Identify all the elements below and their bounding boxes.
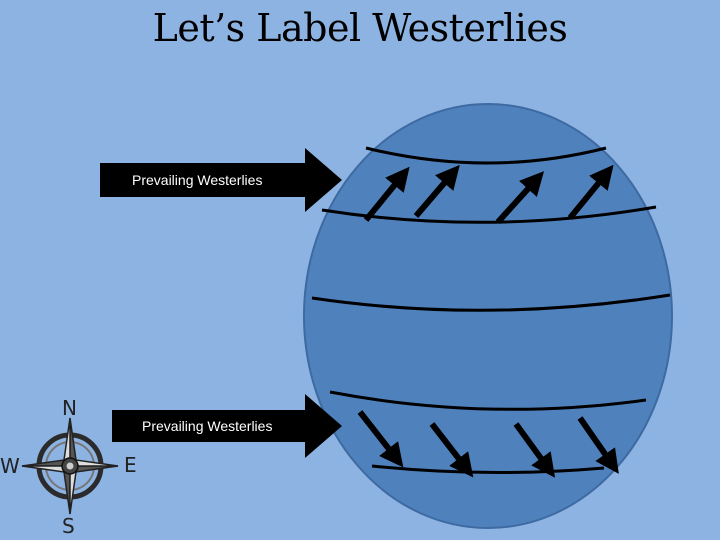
top-label-arrow [100,148,342,212]
bottom-arrow-label: Prevailing Westerlies [142,418,273,434]
slide-title: Let’s Label Westerlies [152,6,568,50]
latitude-line-equator [311,293,671,312]
westerly-arrows-north [363,164,614,225]
latitude-line-60n [365,146,607,165]
wind-arrow [357,410,404,468]
globe [303,103,673,529]
wind-arrow [567,164,614,220]
compass-north-label: N [62,396,77,420]
compass-rose [21,417,119,515]
compass-west-label: W [0,454,20,478]
latitude-line-30s [329,390,647,411]
bottom-label-arrow [112,394,342,458]
top-arrow-label: Prevailing Westerlies [132,172,263,188]
wind-arrow [495,171,545,225]
wind-arrow [513,422,556,478]
wind-arrow [363,166,410,222]
compass-south-label: S [62,514,75,538]
compass-east-label: E [124,453,137,477]
wind-arrow [413,164,460,218]
wind-arrow [577,416,619,474]
westerly-arrows-south [357,410,619,478]
latitude-line-60s [371,464,605,475]
wind-arrow [429,422,474,478]
